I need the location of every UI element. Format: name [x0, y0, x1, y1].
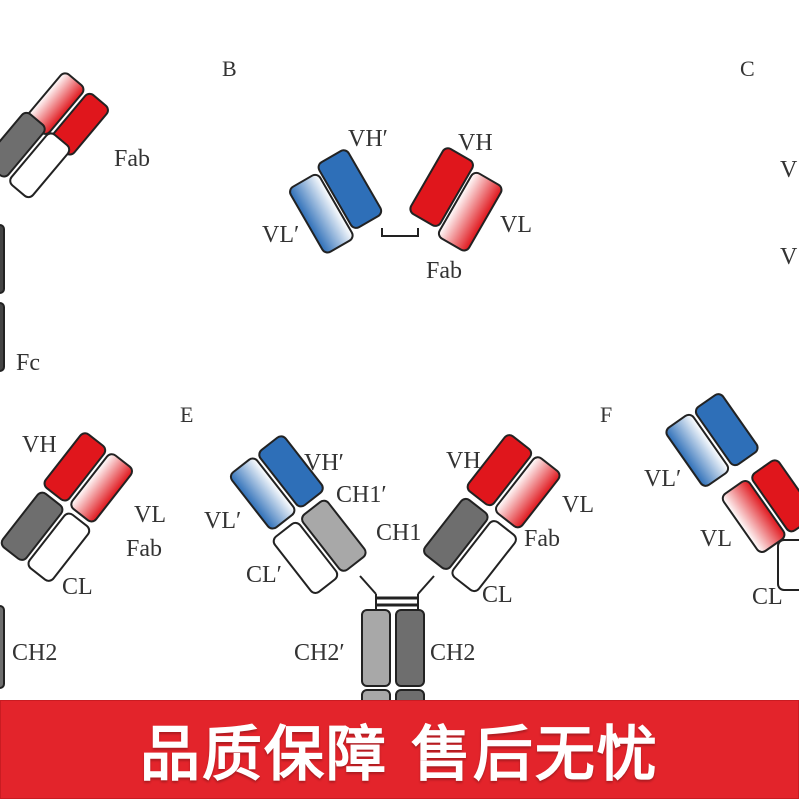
panel-b: B VH′ VH VL′ VL Fab — [222, 56, 532, 284]
label-vh-prime-e: VH′ — [304, 450, 344, 476]
label-v-c-upper: V — [780, 157, 798, 183]
label-v-c-lower: V — [780, 244, 798, 270]
label-fc: Fc — [16, 350, 40, 376]
panel-label-f: F — [600, 402, 612, 427]
label-vl-prime-e: VL′ — [204, 508, 241, 534]
cl-prime-domain-e — [272, 521, 339, 594]
vh-domain-e — [466, 434, 533, 507]
hinge-left — [359, 575, 377, 595]
label-ch1-prime-e: CH1′ — [336, 482, 387, 508]
panel-a-fragment: Fab Fc — [0, 72, 150, 376]
label-vh-e: VH — [446, 448, 481, 474]
panel-label-b: B — [222, 56, 237, 81]
vl-prime-domain-e — [229, 457, 296, 530]
label-fab-b: Fab — [426, 258, 462, 284]
label-cl-d: CL — [62, 574, 93, 600]
promo-banner: 品质保障 售后无忧 — [0, 700, 799, 799]
vh-prime-domain-e — [258, 435, 324, 508]
label-vl-e: VL — [562, 492, 594, 518]
hinge-right — [417, 575, 435, 595]
label-vl-f: VL — [700, 526, 732, 552]
label-fab-a: Fab — [114, 146, 150, 172]
vl-domain-e — [495, 456, 561, 529]
ch2-segment-d — [0, 605, 5, 689]
fc-segment-upper — [0, 224, 5, 294]
heavy-constant-domain — [0, 111, 46, 178]
vh-prime-domain — [317, 149, 383, 229]
label-vh-prime-b: VH′ — [348, 126, 388, 152]
antibody-fragments-diagram: Fab Fc B VH′ VH VL′ VL Fab C V V — [0, 56, 799, 700]
cl-domain-f — [777, 539, 799, 591]
vl-domain — [437, 171, 503, 252]
cl-domain-d — [27, 512, 91, 582]
label-vl-prime-b: VL′ — [262, 222, 299, 248]
panel-label-c: C — [740, 56, 755, 81]
label-cl-prime-e: CL′ — [246, 562, 282, 588]
vh-domain — [409, 147, 474, 227]
panel-d-fragment: VH VL Fab CL CH2 — [0, 432, 166, 689]
panel-label-e: E — [180, 402, 193, 427]
label-ch2-prime-e: CH2′ — [294, 640, 345, 666]
label-cl-f: CL — [752, 584, 783, 610]
ch1-domain-e — [423, 497, 489, 570]
label-vh-b: VH — [458, 130, 493, 156]
panel-e: E VH′ VH CH1′ — [180, 402, 594, 700]
ch3-prime-domain-e — [361, 689, 391, 700]
label-vl-b: VL — [500, 212, 532, 238]
label-ch2-e: CH2 — [430, 640, 475, 666]
vl-prime-domain — [289, 173, 354, 254]
vh-domain-d — [43, 432, 107, 502]
label-ch1-e: CH1 — [376, 520, 421, 546]
label-vl-d: VL — [134, 502, 166, 528]
cl-domain-e — [451, 520, 517, 593]
ch2-domain-e — [395, 609, 425, 687]
panel-f: F VL′ VL CL — [600, 393, 799, 610]
ch1-domain-d — [0, 491, 64, 561]
vl-prime-domain-f — [665, 413, 730, 487]
label-fab-d: Fab — [126, 536, 162, 562]
ch1-prime-domain-e — [301, 499, 367, 572]
fc-segment-lower — [0, 302, 5, 372]
label-ch2-d: CH2 — [12, 640, 57, 666]
vh-prime-domain-f — [694, 393, 759, 467]
light-constant-domain — [9, 132, 71, 199]
banner-text: 品质保障 售后无忧 — [140, 720, 659, 790]
label-vl-prime-f: VL′ — [644, 466, 681, 492]
panel-c-fragment: C V V — [740, 56, 798, 270]
vl-domain-d — [70, 453, 133, 523]
label-cl-e: CL — [482, 582, 513, 608]
ch2-prime-domain-e — [361, 609, 391, 687]
label-fab-e: Fab — [524, 526, 560, 552]
ch3-domain-e — [395, 689, 425, 700]
label-vh-d: VH — [22, 432, 57, 458]
scfv-linker — [381, 228, 419, 237]
vl-domain-f — [721, 479, 786, 553]
